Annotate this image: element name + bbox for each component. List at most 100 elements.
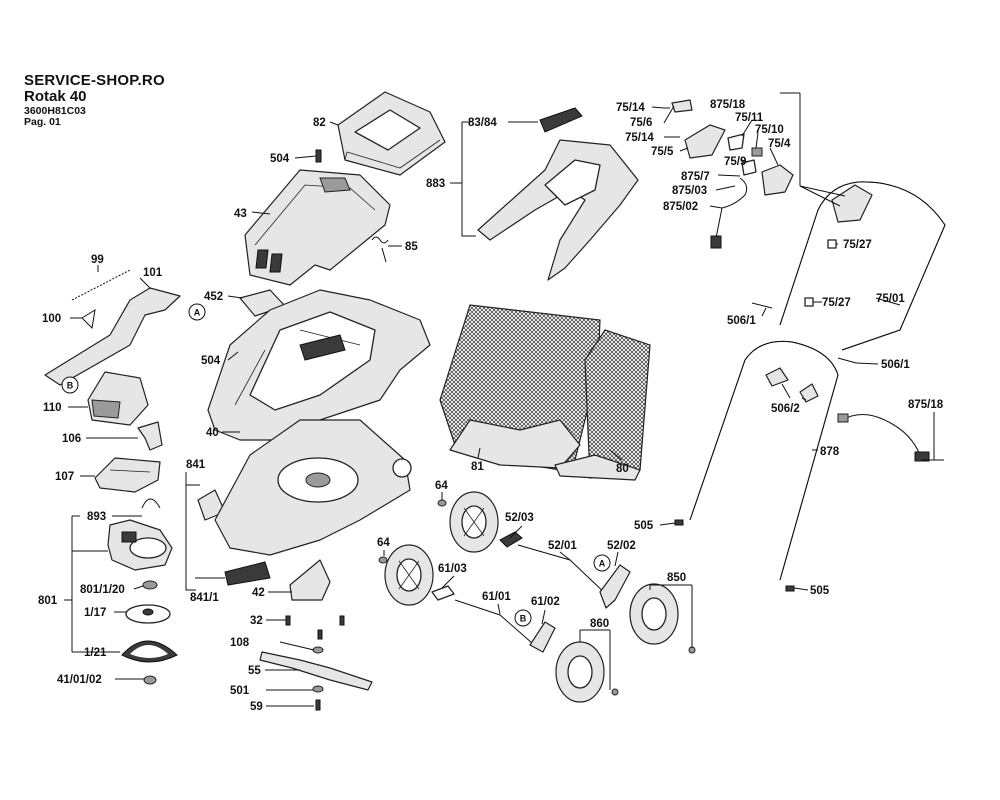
part-52-02-bracket [599, 564, 631, 609]
label-85: 85 [405, 241, 418, 253]
part-40-main-housing [207, 289, 431, 441]
label-850: 850 [667, 572, 686, 584]
part-108-washer [312, 646, 324, 654]
part-75-4-cover [761, 164, 794, 196]
ref-circle-b-lower: B [514, 609, 532, 627]
label-52-03: 52/03 [505, 512, 534, 524]
svg-text:B: B [67, 381, 74, 391]
ref-circle-a-lower: A [593, 554, 611, 572]
part-75-27-clip-a [827, 239, 837, 249]
screw-505-a [674, 519, 684, 526]
label-41-01-02: 41/01/02 [57, 674, 102, 686]
label-505-a: 505 [634, 520, 654, 532]
label-81: 81 [471, 461, 484, 473]
part-61-01-axle [454, 599, 541, 651]
part-875-03-cable [710, 177, 748, 249]
part-55-blade [259, 651, 373, 691]
part-43-upper-housing [244, 169, 391, 286]
part-99-spring [71, 269, 131, 301]
part-893-clamp [141, 498, 161, 509]
label-61-03: 61/03 [438, 563, 467, 575]
screw-506-1-a [751, 302, 773, 309]
label-61-01: 61/01 [482, 591, 511, 603]
label-75-6: 75/6 [630, 117, 652, 129]
screw-506-1-b [837, 357, 857, 364]
part-75-01-upper-handle [779, 181, 946, 351]
label-1-21: 1/21 [84, 647, 107, 659]
header-block: SERVICE-SHOP.RO Rotak 40 3600H81C03 Pag.… [24, 73, 165, 128]
part-850-rear-wheel [629, 583, 696, 654]
label-32: 32 [250, 615, 263, 627]
label-59: 59 [250, 701, 263, 713]
label-893: 893 [87, 511, 106, 523]
label-452: 452 [204, 291, 223, 303]
label-801: 801 [38, 595, 58, 607]
label-75-14-a: 75/14 [616, 102, 645, 114]
label-875-03: 875/03 [672, 185, 707, 197]
part-85-spring [371, 236, 389, 263]
label-52-01: 52/01 [548, 540, 577, 552]
label-75-4: 75/4 [768, 138, 791, 150]
part-101-height-lever [44, 287, 181, 386]
label-878: 878 [820, 446, 840, 458]
label-506-1-b: 506/1 [881, 359, 910, 371]
label-99: 99 [91, 254, 104, 266]
part-52-01-axle [517, 544, 609, 597]
label-100: 100 [42, 313, 61, 325]
shop-name: SERVICE-SHOP.RO [24, 72, 165, 89]
label-64-lower: 64 [377, 537, 390, 549]
label-75-9: 75/9 [724, 156, 746, 168]
part-106-clip [137, 421, 163, 451]
label-55: 55 [248, 665, 261, 677]
label-501: 501 [230, 685, 250, 697]
label-83-84: 83/84 [468, 117, 497, 129]
label-1-17: 1/17 [84, 607, 106, 619]
label-80: 80 [616, 463, 629, 475]
label-40: 40 [206, 427, 219, 439]
label-107: 107 [55, 471, 74, 483]
part-75-11-latch [727, 133, 745, 151]
wheel-upper [449, 491, 499, 553]
part-801-1-20-bearing [142, 580, 158, 590]
label-75-14-b: 75/14 [625, 132, 654, 144]
part-107-cover [94, 457, 161, 493]
label-883: 883 [426, 178, 445, 190]
label-875-02: 875/02 [663, 201, 698, 213]
label-64-upper: 64 [435, 480, 448, 492]
label-61-02: 61/02 [531, 596, 560, 608]
svg-text:A: A [194, 308, 201, 318]
label-506-1-a: 506/1 [727, 315, 756, 327]
ref-circle-a-upper: A [188, 303, 206, 321]
label-101: 101 [143, 267, 163, 279]
part-1-17-fan [125, 604, 171, 624]
label-108: 108 [230, 637, 250, 649]
label-42: 42 [252, 587, 265, 599]
part-41-01-02-washer [143, 675, 157, 685]
part-878-lower-handle [689, 340, 839, 581]
wheel-lower [384, 544, 434, 606]
label-75-27-a: 75/27 [843, 239, 872, 251]
part-875-18-cable [837, 413, 930, 462]
label-841: 841 [186, 459, 206, 471]
label-875-18-top: 875/18 [710, 99, 746, 111]
label-860: 860 [590, 618, 609, 630]
label-75-5: 75/5 [651, 146, 674, 158]
svg-text:B: B [520, 614, 527, 624]
part-1-21-belt [121, 640, 178, 663]
part-75-27-clip-b [804, 297, 814, 307]
part-61-02-bracket [529, 621, 556, 653]
part-841-1-comb [224, 561, 271, 586]
part-506-2-knob [765, 367, 819, 403]
label-75-11: 75/11 [735, 112, 764, 124]
model-name: Rotak 40 [24, 87, 87, 105]
screw-505-b [785, 585, 795, 592]
part-75-5-switch [684, 124, 726, 159]
part-83-84-grassbox-lid [477, 107, 639, 281]
label-110: 110 [43, 402, 62, 414]
part-75-9-clamp [741, 159, 757, 176]
label-52-02: 52/02 [607, 540, 636, 552]
part-501-washer [312, 685, 324, 693]
part-52-03-bushing [499, 531, 523, 548]
part-deck [214, 419, 412, 556]
